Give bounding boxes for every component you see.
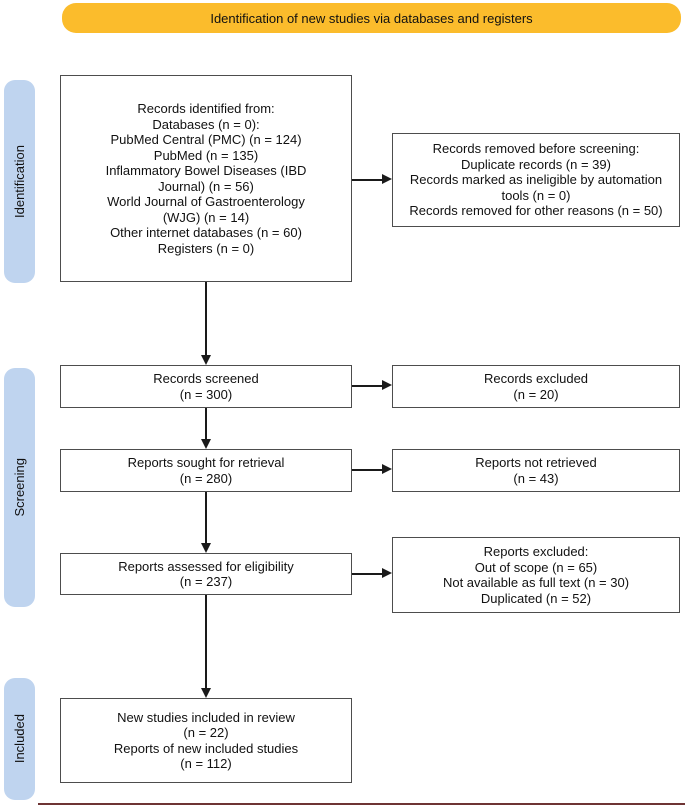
box-records-removed: Records removed before screening: Duplic… bbox=[392, 133, 680, 227]
stage-label-identification-text: Identification bbox=[12, 145, 27, 218]
banner-label: Identification of new studies via databa… bbox=[210, 10, 533, 26]
box-line: (n = 237) bbox=[179, 574, 233, 589]
banner: Identification of new studies via databa… bbox=[62, 3, 681, 33]
box-line: (n = 43) bbox=[513, 470, 559, 486]
box-reports-excluded: Reports excluded: Out of scope (n = 65) … bbox=[392, 537, 680, 613]
box-line: Records identified from: bbox=[137, 101, 275, 116]
box-line: Inflammatory Bowel Diseases (IBD bbox=[105, 163, 307, 178]
arrowhead-down-icon bbox=[201, 688, 211, 698]
arrowhead-right-icon bbox=[382, 174, 392, 184]
box-line: Out of scope (n = 65) bbox=[474, 559, 598, 575]
arrow-identified-to-screened bbox=[205, 282, 207, 356]
arrow-assessed-to-included bbox=[205, 595, 207, 689]
box-records-screened: Records screened (n = 300) bbox=[60, 365, 352, 408]
box-line: Duplicated (n = 52) bbox=[480, 590, 592, 606]
arrow-assessed-to-reports-excluded bbox=[352, 573, 383, 575]
box-line: Registers (n = 0) bbox=[157, 240, 255, 256]
box-line: Reports assessed for eligibility bbox=[118, 558, 294, 574]
arrow-screened-to-excluded bbox=[352, 385, 383, 387]
box-line: Records removed before screening: bbox=[432, 141, 640, 157]
box-reports-sought: Reports sought for retrieval (n = 280) bbox=[60, 449, 352, 492]
stage-label-identification: Identification bbox=[4, 80, 35, 283]
box-line: (WJG) (n = 14) bbox=[162, 209, 250, 225]
box-line: Records removed for other reasons (n = 5… bbox=[409, 203, 663, 219]
box-line: Other internet databases (n = 60) bbox=[110, 225, 302, 240]
box-line: tools (n = 0) bbox=[501, 187, 571, 203]
box-line: Duplicate records (n = 39) bbox=[461, 156, 611, 172]
arrowhead-down-icon bbox=[201, 543, 211, 553]
box-line: (n = 20) bbox=[513, 386, 559, 402]
box-records-excluded: Records excluded (n = 20) bbox=[392, 365, 680, 408]
box-line: Reports of new included studies bbox=[113, 740, 299, 756]
stage-label-screening-text: Screening bbox=[12, 458, 27, 517]
box-line: Databases (n = 0): bbox=[152, 116, 260, 132]
arrowhead-right-icon bbox=[382, 380, 392, 390]
box-line: PubMed (n = 135) bbox=[153, 147, 259, 163]
arrowhead-down-icon bbox=[201, 355, 211, 365]
box-reports-assessed: Reports assessed for eligibility (n = 23… bbox=[60, 553, 352, 595]
box-line: PubMed Central (PMC) (n = 124) bbox=[110, 132, 302, 147]
box-line: Reports sought for retrieval bbox=[127, 455, 285, 470]
stage-label-included-text: Included bbox=[12, 714, 27, 764]
box-line: Reports excluded: bbox=[483, 544, 589, 559]
box-line: (n = 112) bbox=[180, 756, 232, 771]
arrowhead-right-icon bbox=[382, 568, 392, 578]
box-line: Reports not retrieved bbox=[475, 455, 597, 470]
box-records-identified: Records identified from: Databases (n = … bbox=[60, 75, 352, 282]
stage-label-screening: Screening bbox=[4, 368, 35, 607]
arrow-identified-to-removed bbox=[352, 179, 383, 181]
arrow-screened-to-sought bbox=[205, 408, 207, 440]
box-line: (n = 22) bbox=[183, 725, 229, 740]
box-line: Not available as full text (n = 30) bbox=[442, 575, 630, 590]
bottom-cropped-element bbox=[38, 803, 685, 805]
arrowhead-right-icon bbox=[382, 464, 392, 474]
box-reports-not-retrieved: Reports not retrieved (n = 43) bbox=[392, 449, 680, 492]
box-line: Records screened bbox=[153, 371, 259, 386]
arrow-sought-to-assessed bbox=[205, 492, 207, 544]
box-line: Journal) (n = 56) bbox=[158, 178, 254, 194]
box-line: New studies included in review bbox=[117, 709, 295, 725]
arrow-sought-to-not-retrieved bbox=[352, 469, 383, 471]
box-new-studies-included: New studies included in review (n = 22) … bbox=[60, 698, 352, 783]
box-line: Records marked as ineligible by automati… bbox=[409, 172, 663, 188]
box-line: Records excluded bbox=[483, 371, 589, 386]
arrowhead-down-icon bbox=[201, 439, 211, 449]
box-line: World Journal of Gastroenterology bbox=[107, 194, 305, 209]
stage-label-included: Included bbox=[4, 678, 35, 800]
box-line: (n = 300) bbox=[179, 386, 233, 402]
box-line: (n = 280) bbox=[179, 470, 233, 486]
